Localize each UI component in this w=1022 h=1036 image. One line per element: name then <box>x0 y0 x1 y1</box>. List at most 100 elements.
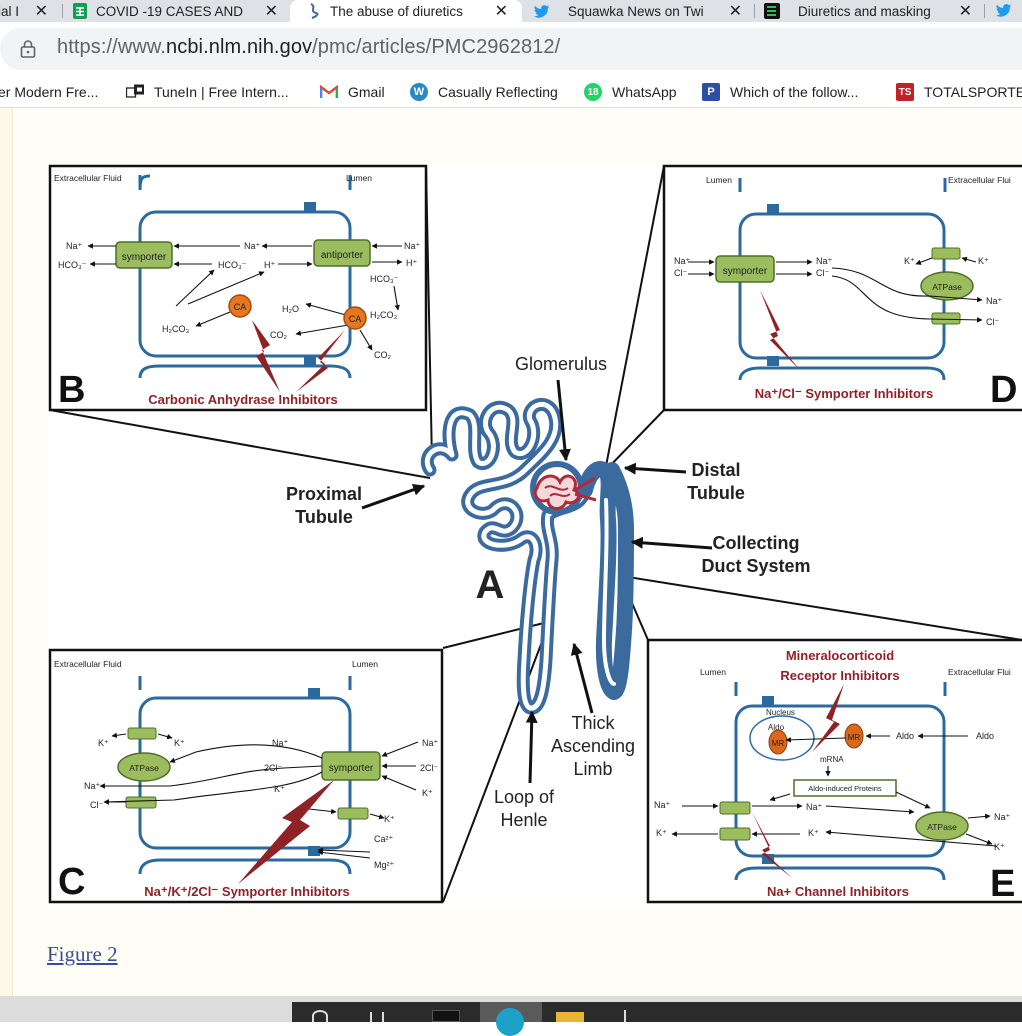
svg-text:Aldo: Aldo <box>976 731 994 741</box>
svg-text:H₂CO₃: H₂CO₃ <box>370 310 397 320</box>
svg-text:Lumen: Lumen <box>706 175 732 185</box>
nephron <box>421 397 634 715</box>
svg-text:K⁺: K⁺ <box>422 788 433 798</box>
panel-letter-d: D <box>990 369 1017 411</box>
address-bar[interactable]: https://www.ncbi.nlm.nih.gov/pmc/article… <box>0 28 1022 70</box>
svg-text:HCO₃⁻: HCO₃⁻ <box>370 274 399 284</box>
atpase-icon: ATPase <box>920 247 974 325</box>
tab-diuretics-masking[interactable]: Diuretics and masking ✕ <box>764 0 980 22</box>
antiporter-icon: antiporter <box>313 239 371 267</box>
svg-text:2Cl⁻: 2Cl⁻ <box>264 763 283 773</box>
tab-squawka[interactable]: Squawka News on Twi ✕ <box>534 0 750 22</box>
tab-covid[interactable]: COVID -19 CASES AND ✕ <box>72 0 286 22</box>
svg-text:CO₂: CO₂ <box>374 350 392 360</box>
channel-icon <box>337 807 369 820</box>
browser-toolbar: https://www.ncbi.nlm.nih.gov/pmc/article… <box>0 22 1022 76</box>
lock-icon[interactable] <box>20 40 36 63</box>
svg-text:Mg²⁺: Mg²⁺ <box>374 860 394 870</box>
svg-text:Cl⁻: Cl⁻ <box>986 317 999 327</box>
label-loop-1: Loop of <box>494 787 555 807</box>
svg-text:symporter: symporter <box>122 252 167 263</box>
bookmark-casually-reflecting[interactable]: W Casually Reflecting <box>410 82 558 102</box>
label-distal-2: Tubule <box>687 483 745 503</box>
bookmark-tunein[interactable]: TuneIn | Free Intern... <box>126 82 289 102</box>
gmail-icon <box>320 83 338 101</box>
svg-text:Extracellular Flui: Extracellular Flui <box>948 175 1011 185</box>
panel-c-title: Na⁺/K⁺/2Cl⁻ Symporter Inhibitors <box>144 884 350 899</box>
channel-icon <box>719 801 751 841</box>
svg-text:CO₂: CO₂ <box>270 330 288 340</box>
svg-text:Na⁺: Na⁺ <box>994 812 1011 822</box>
kidney-diuretics-figure: Glomerulus Proximal Tubule Distal Tubule… <box>48 164 1022 908</box>
bookmark-modern[interactable]: er Modern Fre... <box>0 84 99 100</box>
svg-text:Aldo-induced Proteins: Aldo-induced Proteins <box>808 784 882 793</box>
svg-text:symporter: symporter <box>723 266 768 277</box>
svg-text:Cl⁻: Cl⁻ <box>816 268 829 278</box>
svg-text:Aldo: Aldo <box>896 731 914 741</box>
svg-text:K⁺: K⁺ <box>656 828 667 838</box>
panel-e-bottom-title: Na+ Channel Inhibitors <box>767 884 909 899</box>
tab-strip: ial I ✕ COVID -19 CASES AND ✕ The abuse … <box>0 0 1022 22</box>
panel-e-subtitle: Receptor Inhibitors <box>780 668 899 683</box>
label-proximal-1: Proximal <box>286 484 362 504</box>
task-view-icon[interactable] <box>370 1012 384 1022</box>
atpase-icon: ATPase <box>117 727 171 809</box>
close-icon[interactable]: ✕ <box>264 3 278 20</box>
close-icon[interactable]: ✕ <box>728 3 742 20</box>
bookmark-whatsapp[interactable]: 18 WhatsApp <box>584 82 677 102</box>
close-icon[interactable]: ✕ <box>494 3 508 20</box>
bookmark-gmail[interactable]: Gmail <box>320 82 385 102</box>
tab-title: COVID -19 CASES AND <box>96 3 244 19</box>
tab-title: The abuse of diuretics <box>330 3 463 19</box>
inhibitor-bolt-icon <box>296 330 345 392</box>
panel-letter-b: B <box>58 369 85 411</box>
tab-partial[interactable]: ial I ✕ <box>0 0 58 22</box>
label-thick-3: Limb <box>573 759 612 779</box>
label-distal-1: Distal <box>691 460 740 480</box>
label-proximal-2: Tubule <box>295 507 353 527</box>
bookmark-totalsportek[interactable]: TS TOTALSPORTEK <box>896 82 1022 102</box>
svg-text:Na⁺: Na⁺ <box>986 296 1003 306</box>
nucleus-icon <box>749 715 815 761</box>
taskbar-dark-area <box>292 1002 1022 1022</box>
panel-d: Lumen Extracellular Flui symporter ATPas… <box>662 164 1022 412</box>
search-icon[interactable] <box>312 1010 328 1022</box>
carbonic-anhydrase-icon <box>228 294 252 318</box>
url-text[interactable]: https://www.ncbi.nlm.nih.gov/pmc/article… <box>57 36 561 58</box>
figure-link[interactable]: Figure 2 <box>47 942 118 966</box>
svg-text:HCO₃⁻: HCO₃⁻ <box>58 260 87 270</box>
symporter-icon: symporter <box>115 241 173 269</box>
svg-text:mRNA: mRNA <box>820 755 844 764</box>
svg-text:Extracellular Flui: Extracellular Flui <box>948 667 1011 677</box>
inhibitor-bolt-icon <box>812 684 844 752</box>
svg-text:Cl⁻: Cl⁻ <box>674 268 687 278</box>
panel-d-title: Na⁺/Cl⁻ Symporter Inhibitors <box>755 386 933 401</box>
svg-text:ATPase: ATPase <box>129 763 159 773</box>
folder-icon[interactable] <box>556 1012 584 1022</box>
svg-text:Na⁺: Na⁺ <box>654 800 671 810</box>
svg-text:antiporter: antiporter <box>321 250 364 261</box>
svg-text:MR: MR <box>772 739 785 748</box>
inhibitor-bolt-icon <box>252 320 280 392</box>
google-sheets-icon <box>72 3 88 19</box>
panel-letter-c: C <box>58 861 85 903</box>
svg-text:K⁺: K⁺ <box>174 738 185 748</box>
twitter-icon[interactable] <box>996 2 1012 23</box>
svg-text:Na⁺: Na⁺ <box>816 256 833 266</box>
tab-diuretics-abuse[interactable]: The abuse of diuretics ✕ <box>290 0 522 22</box>
app-icon[interactable] <box>624 1010 638 1022</box>
svg-text:H₂CO₃: H₂CO₃ <box>162 324 189 334</box>
label-loop-2: Henle <box>500 810 547 830</box>
chrome-icon[interactable] <box>480 1002 542 1036</box>
label-collecting-1: Collecting <box>712 533 799 553</box>
taskbar <box>0 996 1022 1036</box>
panel-e: Lumen Extracellular Flui Mineralocortico… <box>646 638 1022 905</box>
close-icon[interactable]: ✕ <box>34 3 48 20</box>
close-icon[interactable]: ✕ <box>958 3 972 20</box>
svg-text:H₂O: H₂O <box>282 304 299 314</box>
svg-text:symporter: symporter <box>329 763 374 774</box>
bookmark-which-of-the-following[interactable]: P Which of the follow... <box>702 82 858 102</box>
app-icon[interactable] <box>432 1010 460 1022</box>
wordpress-icon: W <box>410 83 428 101</box>
svg-text:Na⁺: Na⁺ <box>244 241 261 251</box>
